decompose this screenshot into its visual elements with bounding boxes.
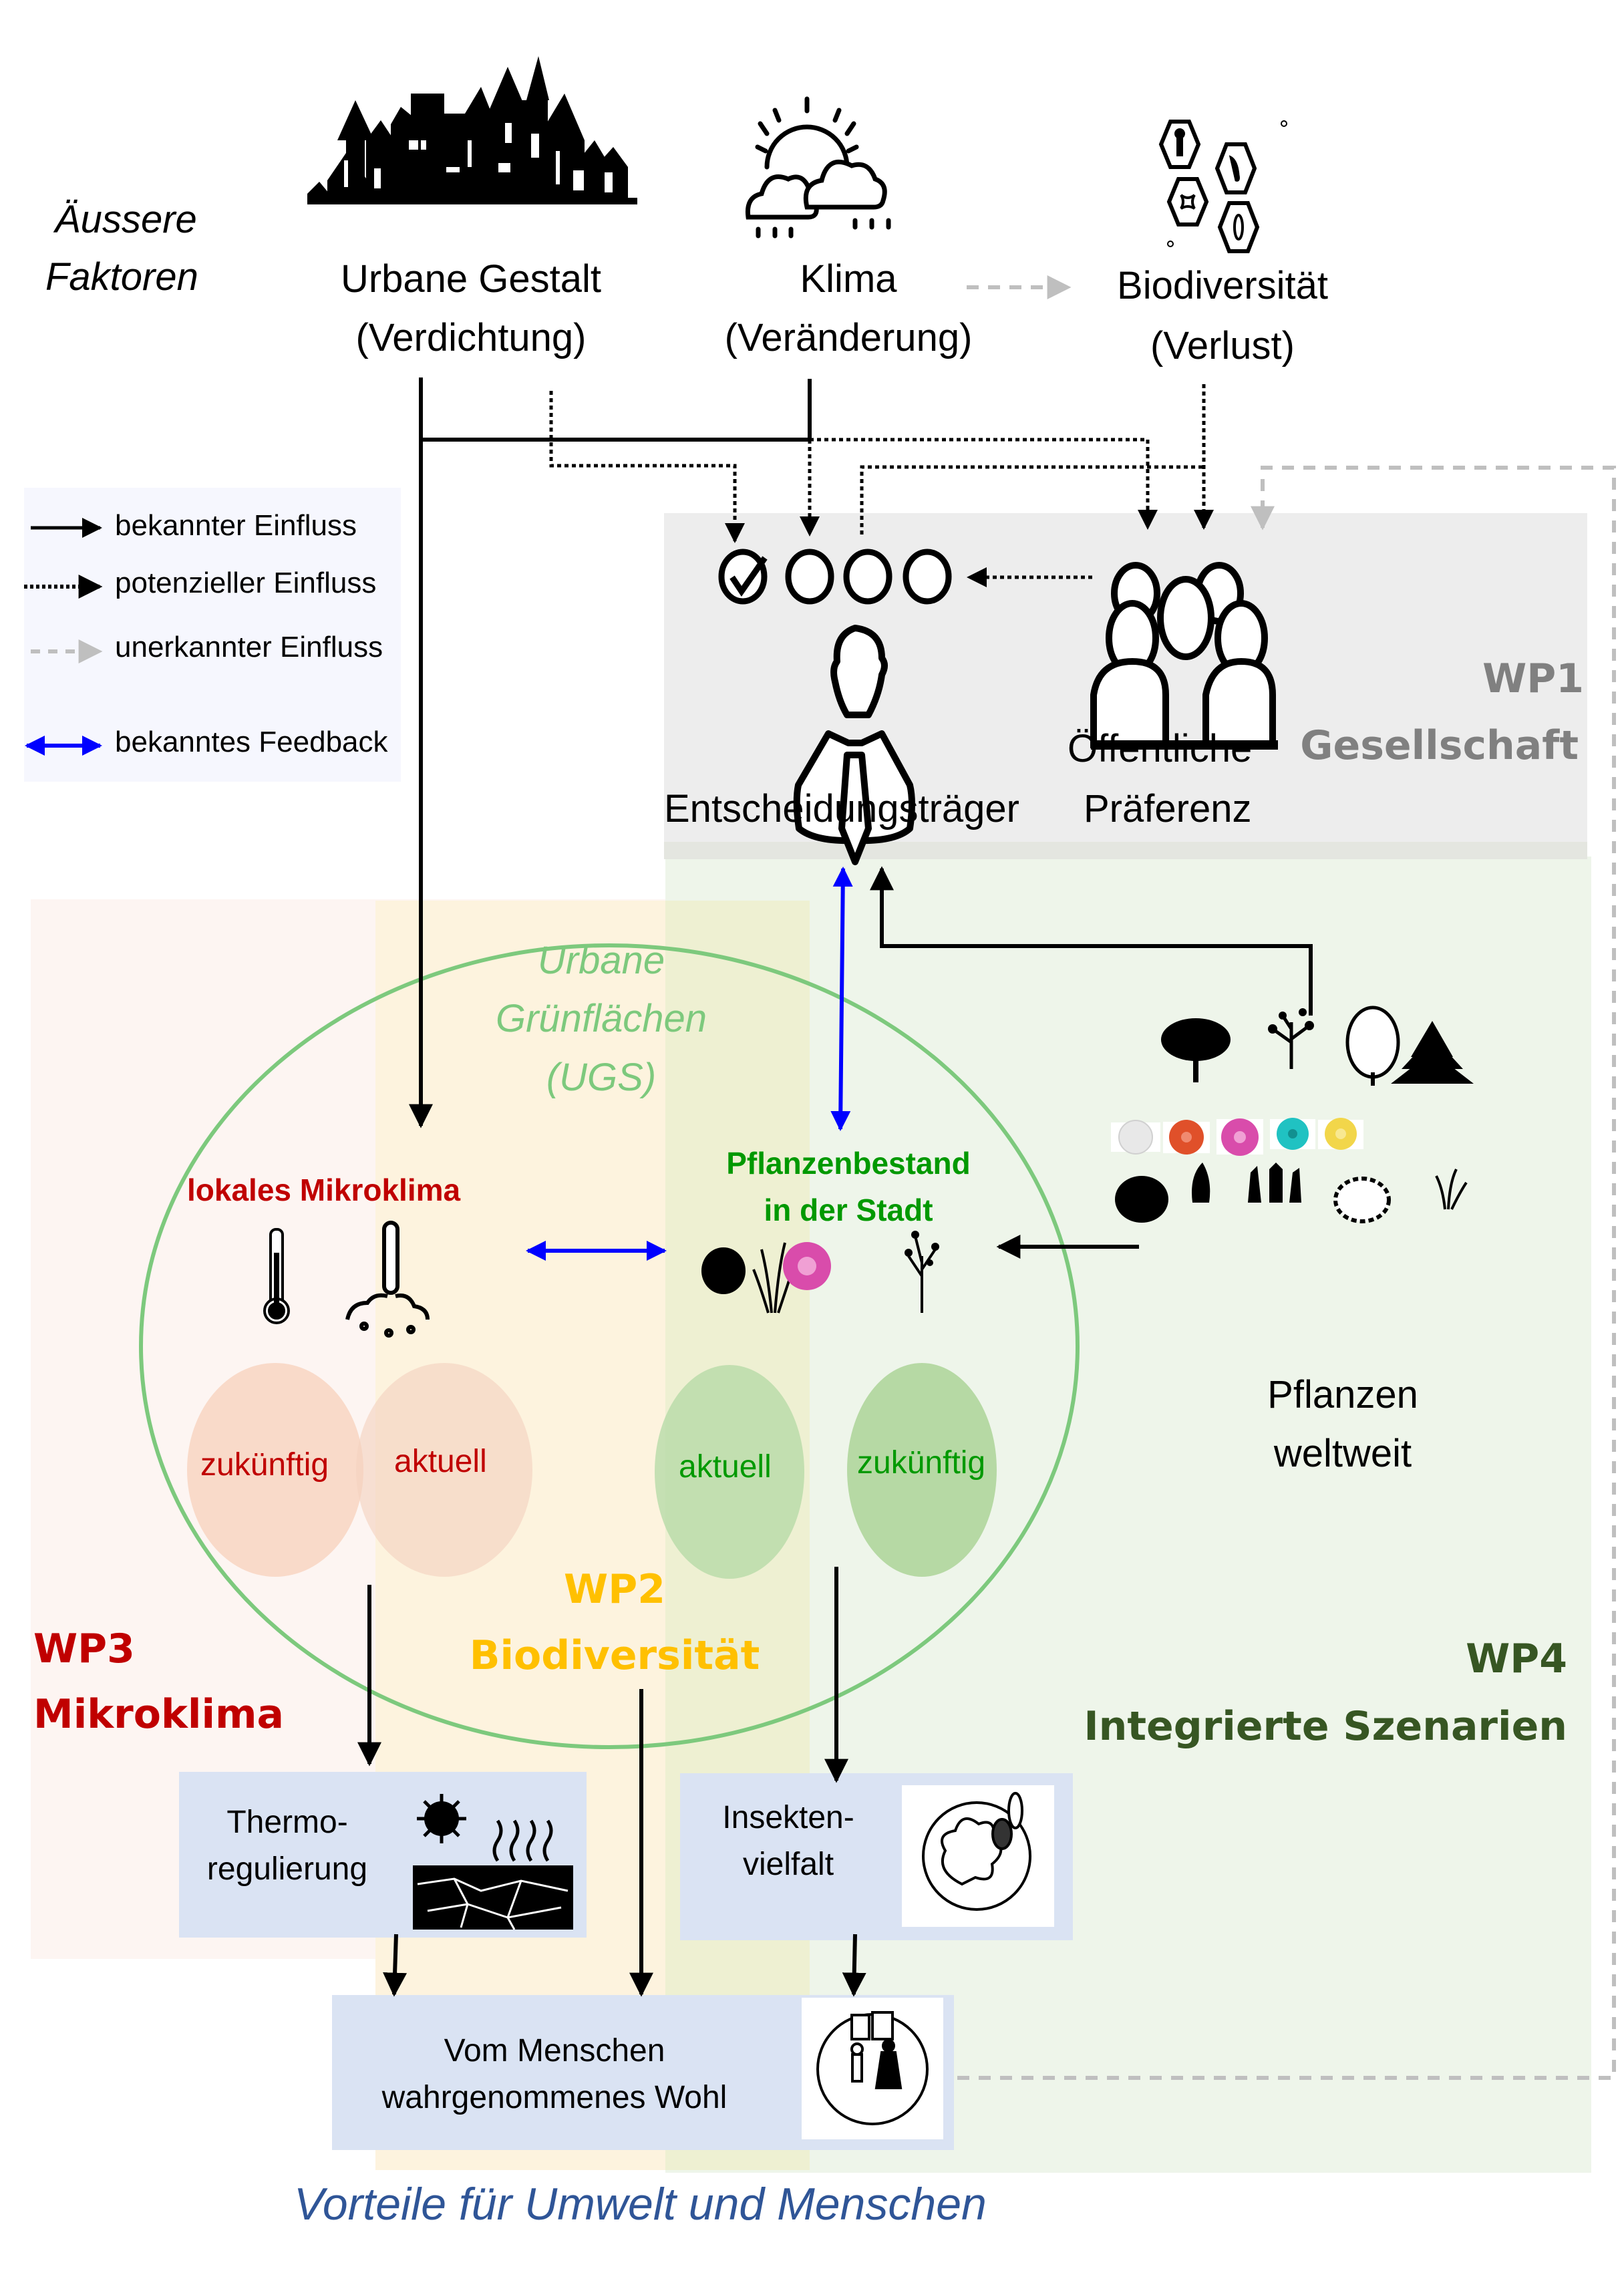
sun-rain-clouds-icon bbox=[745, 96, 891, 239]
ugs-label-line1: Urbane bbox=[537, 939, 665, 982]
footer-benefits-label: Vorteile für Umwelt und Menschen bbox=[294, 2179, 987, 2230]
microclimate-future-label: zukünftig bbox=[200, 1447, 329, 1483]
climate-label: Klima bbox=[800, 257, 897, 301]
insect-picture-frame bbox=[902, 1785, 1054, 1927]
urban-form-label: Urbane Gestalt bbox=[340, 257, 602, 301]
thermoregulation-label-line2: regulierung bbox=[206, 1851, 368, 1887]
microclimate-title: lokales Mikroklima bbox=[187, 1173, 461, 1207]
legend-label-known: bekannter Einfluss bbox=[115, 509, 357, 542]
wellbeing-label-line2: wahrgenommenes Wohl bbox=[381, 2080, 727, 2115]
wp1-zone-divider bbox=[664, 842, 1587, 859]
external-factors-heading-line1: Äussere bbox=[55, 198, 197, 241]
wp4-title: Integrierte Szenarien bbox=[1084, 1703, 1567, 1750]
wp4-number: WP4 bbox=[1466, 1636, 1567, 1682]
ugs-label-line3: (UGS) bbox=[546, 1056, 657, 1099]
thermoregulation-label-line1: Thermo- bbox=[226, 1805, 348, 1840]
microclimate-current-label: aktuell bbox=[394, 1444, 487, 1479]
city-skyline-icon bbox=[307, 56, 637, 204]
wp3-title: Mikroklima bbox=[33, 1691, 285, 1738]
climate-sublabel: (Veränderung) bbox=[724, 316, 973, 359]
wp1-number: WP1 bbox=[1482, 655, 1584, 702]
city-plants-title-line1: Pflanzenbestand bbox=[726, 1146, 971, 1181]
wellbeing-picture-frame bbox=[802, 1998, 943, 2139]
city-plants-title-line2: in der Stadt bbox=[764, 1193, 933, 1227]
urban-form-sublabel: (Verdichtung) bbox=[355, 316, 587, 359]
world-plants-label-line1: Pflanzen bbox=[1267, 1373, 1418, 1416]
external-factors-heading-line2: Faktoren bbox=[45, 255, 198, 299]
wp2-title: Biodiversität bbox=[469, 1632, 760, 1679]
wellbeing-label-line1: Vom Menschen bbox=[444, 2033, 665, 2069]
wp1-title: Gesellschaft bbox=[1300, 722, 1579, 769]
wp2-number: WP2 bbox=[564, 1566, 665, 1613]
ugs-label-line2: Grünflächen bbox=[496, 997, 707, 1040]
biodiversity-loss-sublabel: (Verlust) bbox=[1150, 324, 1295, 367]
insect-diversity-label-line2: vielfalt bbox=[742, 1847, 834, 1882]
city-plants-current-label: aktuell bbox=[679, 1449, 772, 1485]
biodiversity-hexagons-icon bbox=[1158, 120, 1287, 253]
legend-label-unrecognized: unerkannter Einfluss bbox=[115, 631, 383, 663]
public-preference-label-line1: Öffentliche bbox=[1068, 727, 1253, 770]
decision-makers-label: Entscheidungsträger bbox=[664, 787, 1019, 830]
world-plants-label-line2: weltweit bbox=[1273, 1432, 1412, 1475]
wp3-number: WP3 bbox=[33, 1626, 135, 1672]
insect-diversity-label-line1: Insekten- bbox=[722, 1800, 854, 1835]
biodiversity-loss-label: Biodiversität bbox=[1117, 264, 1328, 307]
public-preference-label-line2: Präferenz bbox=[1084, 787, 1252, 830]
legend-label-potential: potenzieller Einfluss bbox=[115, 567, 377, 599]
city-plants-future-label: zukünftig bbox=[857, 1445, 986, 1481]
legend-label-feedback: bekanntes Feedback bbox=[115, 726, 388, 758]
